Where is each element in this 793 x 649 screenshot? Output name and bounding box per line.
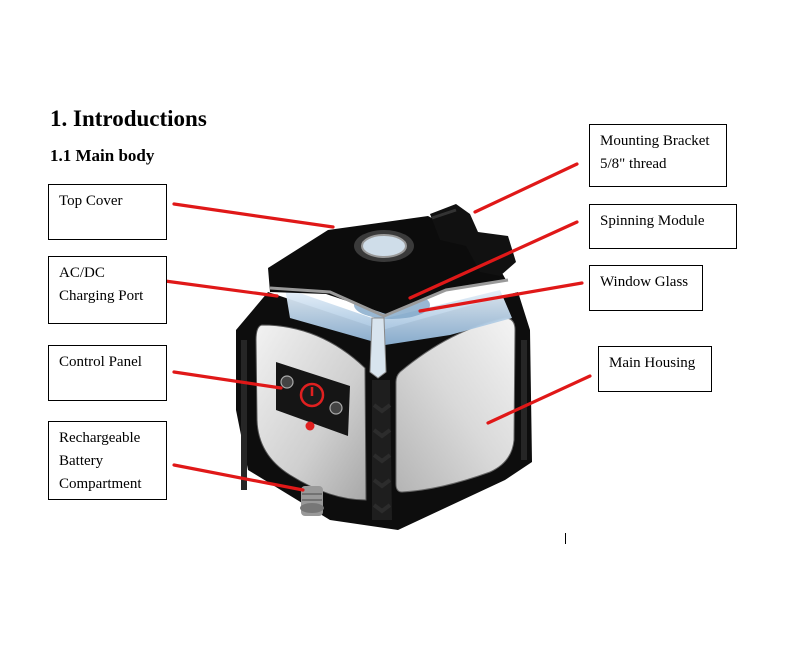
label-battery-compartment: Rechargeable Battery Compartment <box>48 421 167 500</box>
label-charging-port: AC/DC Charging Port <box>48 256 167 324</box>
indicator-led-icon <box>306 422 315 431</box>
label-spinning-module-text: Spinning Module <box>600 210 726 233</box>
leader-mounting-bracket <box>475 164 577 212</box>
top-window-icon <box>362 235 406 257</box>
label-charging-port-line1: AC/DC <box>59 262 156 285</box>
mode-button-icon <box>281 376 293 388</box>
label-mounting-bracket-line1: Mounting Bracket <box>600 130 716 153</box>
label-battery-line1: Rechargeable <box>59 427 156 450</box>
speed-button-icon <box>330 402 342 414</box>
label-spinning-module: Spinning Module <box>589 204 737 249</box>
label-battery-line3: Compartment <box>59 473 156 496</box>
label-battery-line2: Battery <box>59 450 156 473</box>
label-mounting-bracket-line2: 5/8" thread <box>600 153 716 176</box>
leader-charging-port <box>165 281 277 296</box>
label-charging-port-line2: Charging Port <box>59 285 156 308</box>
text-cursor-mark <box>565 533 566 544</box>
leader-top-cover <box>174 204 333 227</box>
label-control-panel: Control Panel <box>48 345 167 401</box>
label-main-housing: Main Housing <box>598 346 712 392</box>
label-control-panel-text: Control Panel <box>59 351 156 374</box>
label-top-cover: Top Cover <box>48 184 167 240</box>
label-window-glass: Window Glass <box>589 265 703 311</box>
label-mounting-bracket: Mounting Bracket 5/8" thread <box>589 124 727 187</box>
label-main-housing-text: Main Housing <box>609 352 701 375</box>
label-top-cover-text: Top Cover <box>59 190 156 213</box>
label-window-glass-text: Window Glass <box>600 271 692 294</box>
